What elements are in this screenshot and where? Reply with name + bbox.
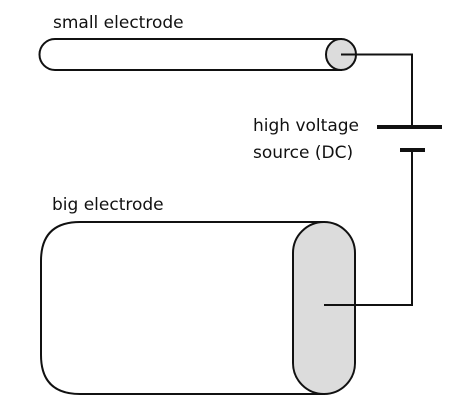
source-label-line2: source (DC)	[253, 143, 354, 163]
big-electrode-cap	[292, 221, 356, 395]
source-label-line1: high voltage	[253, 116, 359, 136]
small-electrode-label: small electrode	[53, 13, 184, 33]
big-electrode-body	[40, 221, 325, 395]
big-electrode-label: big electrode	[52, 195, 164, 215]
wire-bottom	[324, 150, 413, 306]
small-electrode-body	[38, 38, 342, 71]
wire-top	[341, 53, 413, 127]
